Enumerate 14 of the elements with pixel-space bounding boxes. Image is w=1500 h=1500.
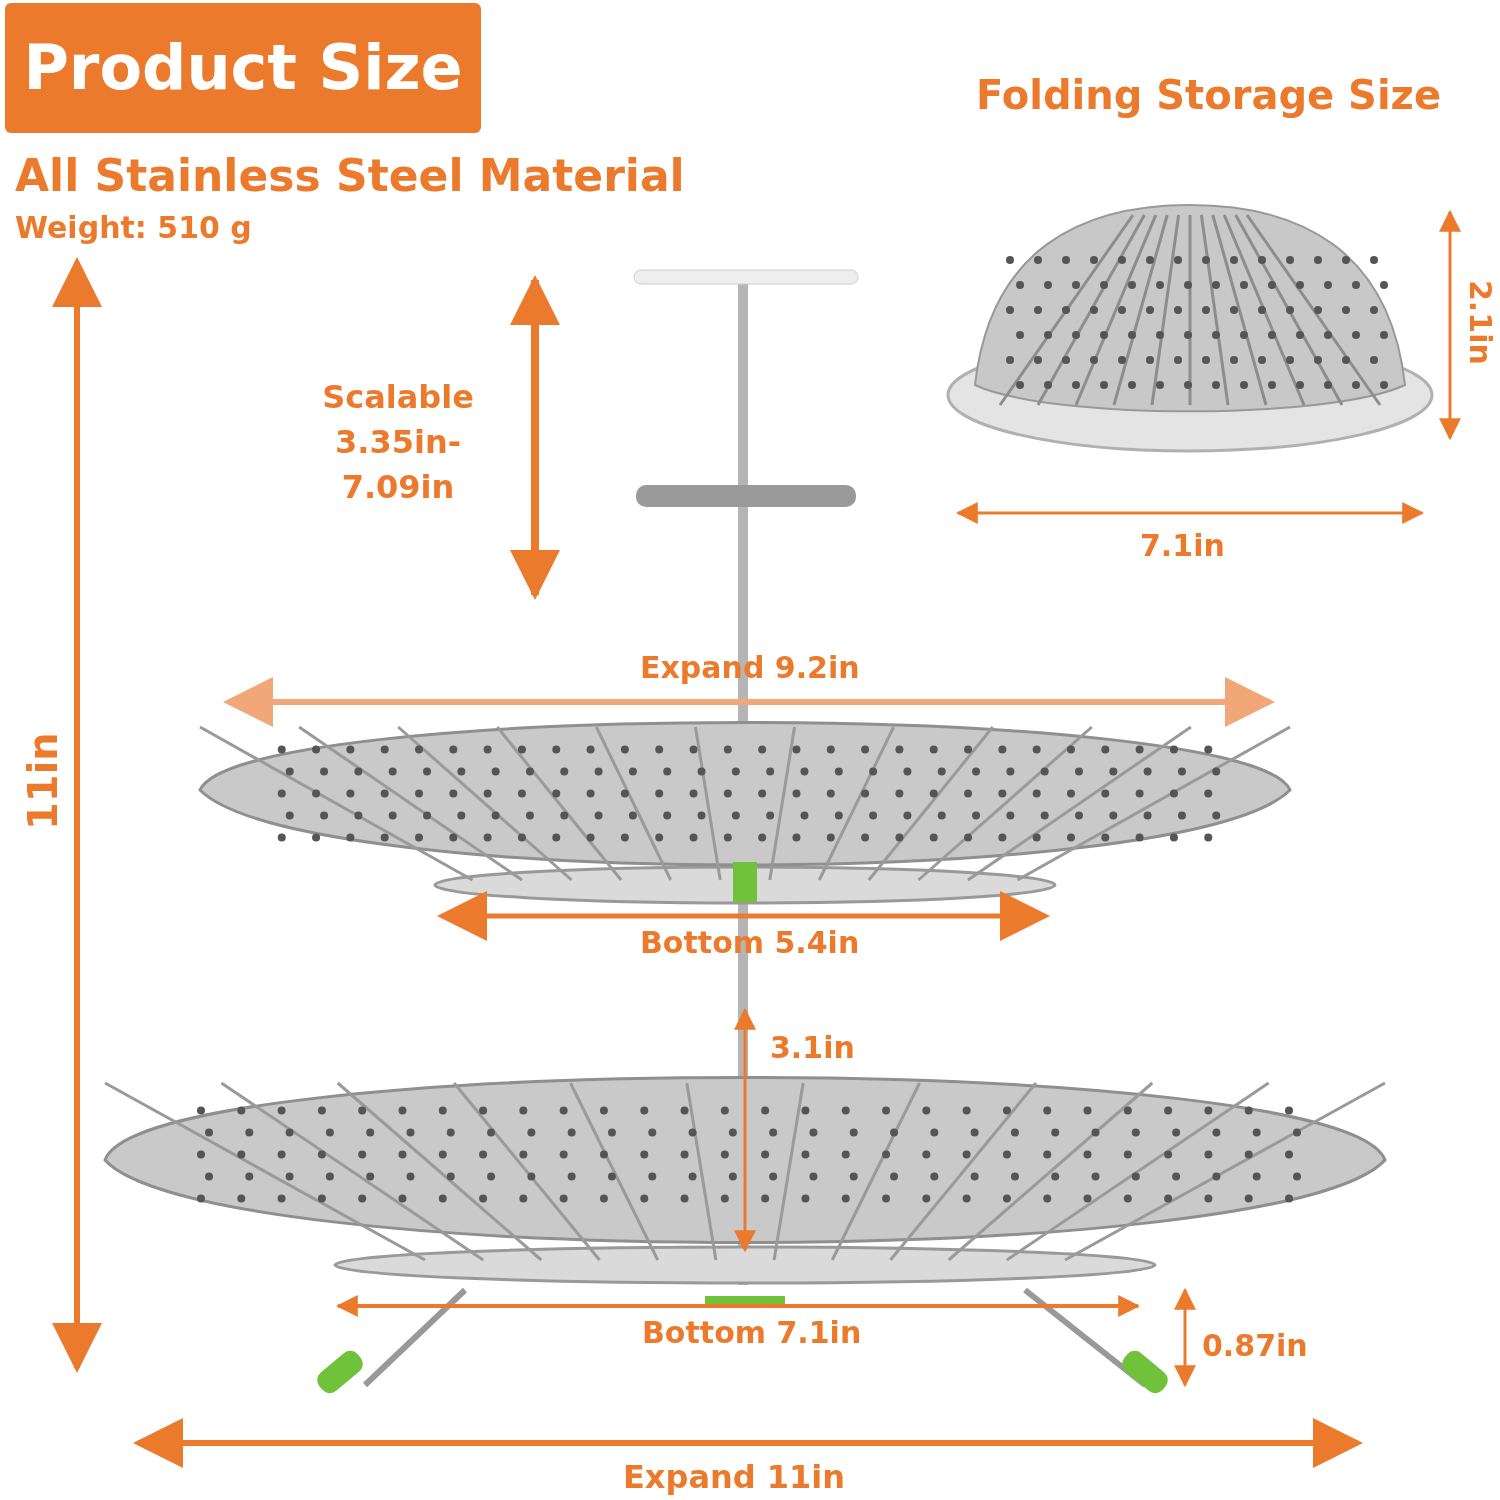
dimension-label: Bottom 7.1in (642, 1315, 862, 1350)
dimension-label: 2.1in (1463, 280, 1498, 365)
dimension-label: 0.87in (1202, 1328, 1308, 1363)
heading: All Stainless Steel Material (15, 150, 685, 201)
dimension-label: 7.1in (1140, 528, 1225, 563)
dimension-label: Scalable 3.35in-7.09in (321, 377, 475, 508)
dimension-label: Expand 9.2in (640, 650, 860, 685)
dimension-label: Expand 11in (623, 1458, 846, 1496)
dimension-label: Bottom 5.4in (640, 925, 860, 960)
dimension-label: 11in (20, 732, 66, 830)
title-banner: Product Size (5, 3, 481, 133)
spec-text: Weight: 510 g (15, 210, 252, 245)
subheading: Folding Storage Size (976, 72, 1442, 118)
dimension-label: 3.1in (770, 1030, 855, 1065)
